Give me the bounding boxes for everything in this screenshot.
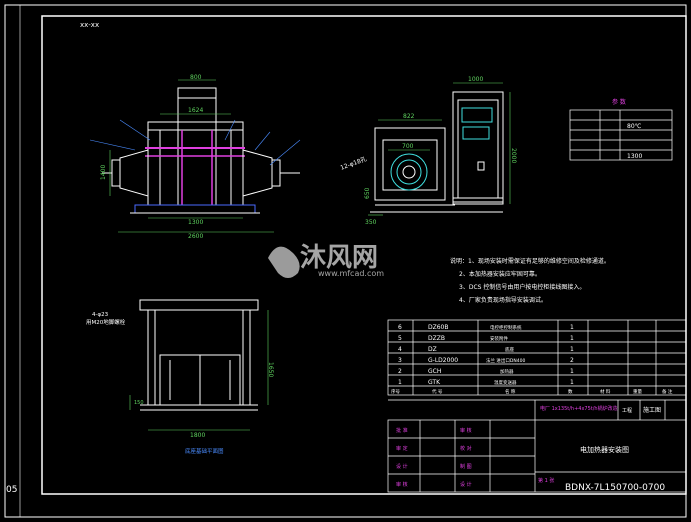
parameter-temp: 80℃ (627, 123, 642, 130)
bom-row-no: 6 (398, 324, 402, 331)
bom-header-qty: 数 (568, 388, 573, 395)
inner-frame (41, 15, 687, 495)
role2-design: 设 计 (460, 481, 472, 488)
corner-code-bottom-left: 05 (6, 485, 17, 495)
bom-row-code: G-LD2000 (428, 357, 458, 364)
note-1: 说明：1、现场安装时需保证有足够的维修空间及检修通道。 (450, 257, 610, 265)
dim-overall-width: 2600 (188, 233, 203, 240)
stage-value: 施工图 (643, 406, 661, 414)
role2-review: 审 核 (396, 481, 408, 488)
dim-top-front: 800 (190, 74, 202, 81)
base-section-label: 底座基础平面图 (185, 447, 224, 455)
role-review: 审 核 (460, 427, 472, 434)
bom-row-name: 温度变送器 (494, 379, 517, 386)
bom-row-name: 底座 (505, 346, 514, 353)
bom-header-weight: 重量 (633, 388, 642, 395)
role-approve: 批 准 (396, 427, 408, 434)
bom-row-name: 电控柜控制系统 (490, 324, 522, 331)
bom-row-name: 安装附件 (490, 335, 508, 342)
note-4: 4、厂家负责现场指导安装调试。 (459, 296, 547, 304)
bom-row-no: 5 (398, 335, 402, 342)
dim-base-height: 1650 (267, 362, 274, 377)
base-bolt-hole: 4-φ23 (92, 312, 109, 318)
title-block-grid (387, 399, 687, 493)
dim-side-inner: 700 (402, 143, 414, 150)
stage-label: 工程 (622, 407, 632, 414)
bom-row-no: 3 (398, 357, 402, 364)
dim-side-height: 2000 (510, 148, 517, 163)
role-design: 设 计 (396, 463, 408, 470)
note-3: 3、DCS 控制信号由用户按电控柜接线图接入。 (459, 283, 585, 291)
bom-row-qty: 1 (570, 346, 574, 353)
dim-side-base: 350 (365, 219, 377, 226)
bom-header-code: 代 号 (432, 388, 443, 395)
bom-row-code: DZZB (428, 335, 445, 342)
bom-header-no: 序号 (391, 388, 400, 395)
dim-base-width: 1800 (190, 432, 205, 439)
side-view (368, 82, 511, 216)
role-draw: 制 图 (460, 463, 472, 470)
bom-row-code: GCH (428, 368, 441, 375)
front-view (89, 79, 301, 233)
bom-header-material: 材 料 (600, 388, 611, 395)
bom-row-code: DZ60B (428, 324, 448, 331)
watermark: 沐风网 www.mfcad.com (268, 243, 384, 278)
bom-row-no: 4 (398, 346, 402, 353)
bom-header-remark: 备 注 (662, 388, 673, 395)
watermark-logo-icon (268, 246, 300, 278)
title-block-text: 电厂 1x135t/h+4x75t/h锅炉改造 工程 施工图 电加热器安装图 B… (396, 405, 665, 493)
bom-row-no: 2 (398, 368, 402, 375)
drawing-title: 电加热器安装图 (580, 445, 629, 454)
note-2: 2、本加热器安装应牢固可靠。 (459, 270, 541, 278)
dim-left-height: 1400 (100, 165, 107, 180)
bom-row-qty: 1 (570, 324, 574, 331)
dim-base-small: 150 (134, 400, 144, 406)
bom-rows: 6 DZ60B 电控柜控制系统 1 5 DZZB 安装附件 1 4 DZ 底座 … (391, 324, 673, 395)
bom-table-grid (387, 319, 687, 396)
role-check: 校 对 (460, 445, 472, 452)
parameter-table (569, 109, 673, 161)
corner-code-top-left: xx-xx (80, 21, 99, 29)
role-final: 审 定 (396, 445, 408, 452)
project-name: 电厂 1x135t/h+4x75t/h锅炉改造 (540, 405, 618, 412)
bom-header-name: 名 称 (505, 388, 516, 395)
parameter-table-title: 参 数 (612, 98, 626, 106)
base-anchor-bolt: 用M20地脚螺栓 (86, 318, 126, 326)
dim-upper-inner: 1624 (188, 107, 203, 114)
watermark-brand: 沐风网 (300, 243, 378, 273)
bom-row-qty: 1 (570, 379, 574, 386)
dim-side-flange: 12-φ18孔 (339, 155, 367, 172)
dim-side-top: 1000 (468, 76, 483, 83)
bom-row-code: GTK (428, 379, 441, 386)
bom-row-name: 法兰 进出口DN400 (486, 357, 525, 364)
bom-row-name: 加热器 (500, 368, 514, 375)
bom-row-qty: 1 (570, 368, 574, 375)
base-view (129, 299, 269, 431)
parameter-power: 1300 (627, 153, 642, 160)
bom-row-qty: 1 (570, 335, 574, 342)
sheet-label: 第 1 张 (538, 477, 554, 484)
bom-row-qty: 2 (570, 357, 574, 364)
bom-row-no: 1 (398, 379, 402, 386)
bom-row-code: DZ (428, 346, 437, 353)
dim-mid-width: 1300 (188, 219, 203, 226)
dim-side-width: 822 (403, 113, 415, 120)
watermark-url: www.mfcad.com (318, 269, 384, 278)
drawing-number: BDNX-7L150700-0700 (565, 483, 665, 493)
dim-side-gap: 650 (364, 187, 371, 199)
